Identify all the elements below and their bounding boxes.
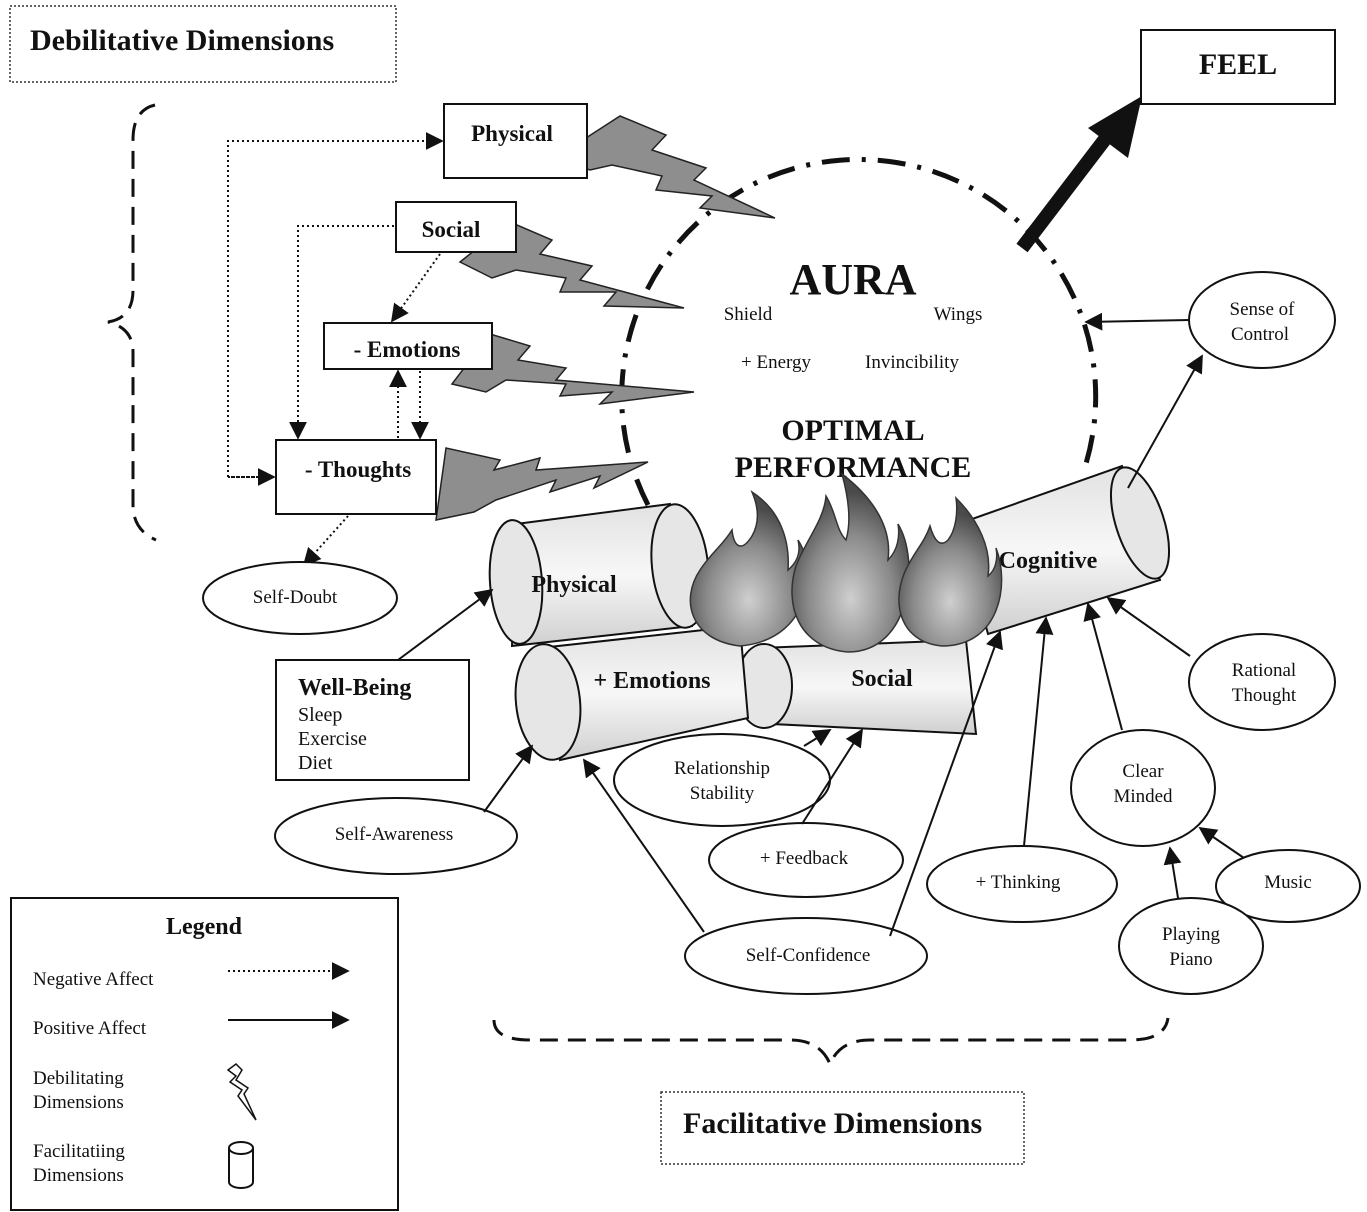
aura-energy: + Energy <box>741 352 811 373</box>
box-emotions-label: - Emotions <box>354 337 461 362</box>
oval-self-confidence: Self-Confidence <box>684 917 928 995</box>
playing-piano-label-1: Playing <box>1162 924 1221 945</box>
legend-facilitating-label-2: Dimensions <box>33 1165 124 1186</box>
log-social: Social <box>735 638 978 736</box>
box-social-label: Social <box>422 217 481 242</box>
log-emotions: + Emotions <box>514 624 750 762</box>
log-physical: Physical <box>488 502 710 648</box>
box-thoughts-label: - Thoughts <box>305 457 411 482</box>
wellbeing-diet: Diet <box>298 752 333 774</box>
oval-relationship-stability: Relationship Stability <box>613 733 831 827</box>
wellbeing-exercise: Exercise <box>298 728 367 750</box>
log-physical-label: Physical <box>531 572 617 598</box>
aura-invincibility: Invincibility <box>865 352 959 373</box>
aura-circle: AURA Shield Wings + Energy Invincibility… <box>619 156 1099 507</box>
optimal-label: OPTIMAL <box>781 414 924 447</box>
clear-minded-label-1: Clear <box>1122 761 1164 782</box>
lightning-physical-icon <box>553 115 776 219</box>
negative-affect-arrows <box>227 132 444 567</box>
aura-wings: Wings <box>934 304 983 325</box>
clear-minded-label-2: Minded <box>1113 786 1173 807</box>
legend-lightning-icon <box>226 1063 257 1121</box>
oval-sense-of-control: Sense of Control <box>1188 271 1336 369</box>
legend-debilitating-label-1: Debilitating <box>33 1068 124 1089</box>
wellbeing-title: Well-Being <box>298 675 411 701</box>
legend: Legend Negative Affect Positive Affect D… <box>10 897 399 1211</box>
self-awareness-label: Self-Awareness <box>335 824 454 845</box>
aura-shield: Shield <box>724 304 773 325</box>
relationship-stability-label-1: Relationship <box>674 758 770 779</box>
feel-box: FEEL <box>1140 29 1336 105</box>
oval-rational-thought: Rational Thought <box>1188 633 1336 731</box>
legend-title: Legend <box>166 914 243 940</box>
lightning-emotions-icon <box>450 333 695 406</box>
positive-affect-arrows <box>397 312 1245 937</box>
facilitative-title: Facilitative Dimensions <box>683 1107 982 1140</box>
music-label: Music <box>1264 872 1312 893</box>
oval-thinking: + Thinking <box>926 845 1118 923</box>
log-social-label: Social <box>851 666 913 692</box>
oval-music: Music <box>1215 849 1361 923</box>
box-physical-debilitating: Physical <box>443 103 588 179</box>
feel-arrow <box>1016 96 1142 253</box>
flame-right-icon <box>898 495 1003 647</box>
legend-cylinder-icon <box>228 1141 254 1189</box>
debilitative-brace <box>107 103 157 542</box>
legend-positive-label: Positive Affect <box>33 1018 147 1039</box>
log-cognitive: Cognitive <box>956 464 1171 636</box>
relationship-stability-label-2: Stability <box>690 783 755 804</box>
thinking-label: + Thinking <box>976 872 1061 893</box>
legend-facilitating-label-1: Facilitatiing <box>33 1141 125 1162</box>
legend-negative-label: Negative Affect <box>33 969 154 990</box>
oval-feedback: + Feedback <box>708 822 904 898</box>
self-confidence-label: Self-Confidence <box>746 945 871 966</box>
sense-of-control-label-1: Sense of <box>1230 299 1296 320</box>
sense-of-control-label-2: Control <box>1231 324 1289 345</box>
lightning-thoughts-icon <box>435 447 649 521</box>
rational-thought-label-2: Thought <box>1232 685 1297 706</box>
self-doubt-label: Self-Doubt <box>253 587 338 608</box>
rational-thought-label-1: Rational <box>1232 660 1296 681</box>
aura-title: AURA <box>789 255 916 304</box>
box-social-debilitating: Social <box>395 201 517 253</box>
box-thoughts-debilitating: - Thoughts <box>275 439 437 515</box>
flames <box>689 472 1003 653</box>
debilitative-title-box: Debilitative Dimensions <box>9 5 397 83</box>
flame-left-icon <box>689 490 809 647</box>
legend-debilitating-label-2: Dimensions <box>33 1092 124 1113</box>
performance-label: PERFORMANCE <box>735 451 972 484</box>
wellbeing-sleep: Sleep <box>298 704 342 726</box>
feedback-label: + Feedback <box>760 848 849 869</box>
oval-self-doubt: Self-Doubt <box>202 561 398 635</box>
oval-clear-minded: Clear Minded <box>1070 729 1216 847</box>
feel-label: FEEL <box>1199 48 1277 81</box>
log-cognitive-label: Cognitive <box>999 548 1098 574</box>
debilitative-title: Debilitative Dimensions <box>30 24 334 57</box>
facilitative-brace <box>492 1017 1170 1068</box>
playing-piano-label-2: Piano <box>1169 949 1212 970</box>
facilitative-title-box: Facilitative Dimensions <box>660 1091 1025 1165</box>
box-physical-label: Physical <box>471 121 553 146</box>
box-emotions-debilitating: - Emotions <box>323 322 493 370</box>
oval-self-awareness: Self-Awareness <box>274 797 518 875</box>
wellbeing-box: Well-Being Sleep Exercise Diet <box>275 659 470 781</box>
log-emotions-label: + Emotions <box>593 668 710 694</box>
flame-middle-icon <box>791 472 910 653</box>
oval-playing-piano: Playing Piano <box>1118 897 1264 995</box>
